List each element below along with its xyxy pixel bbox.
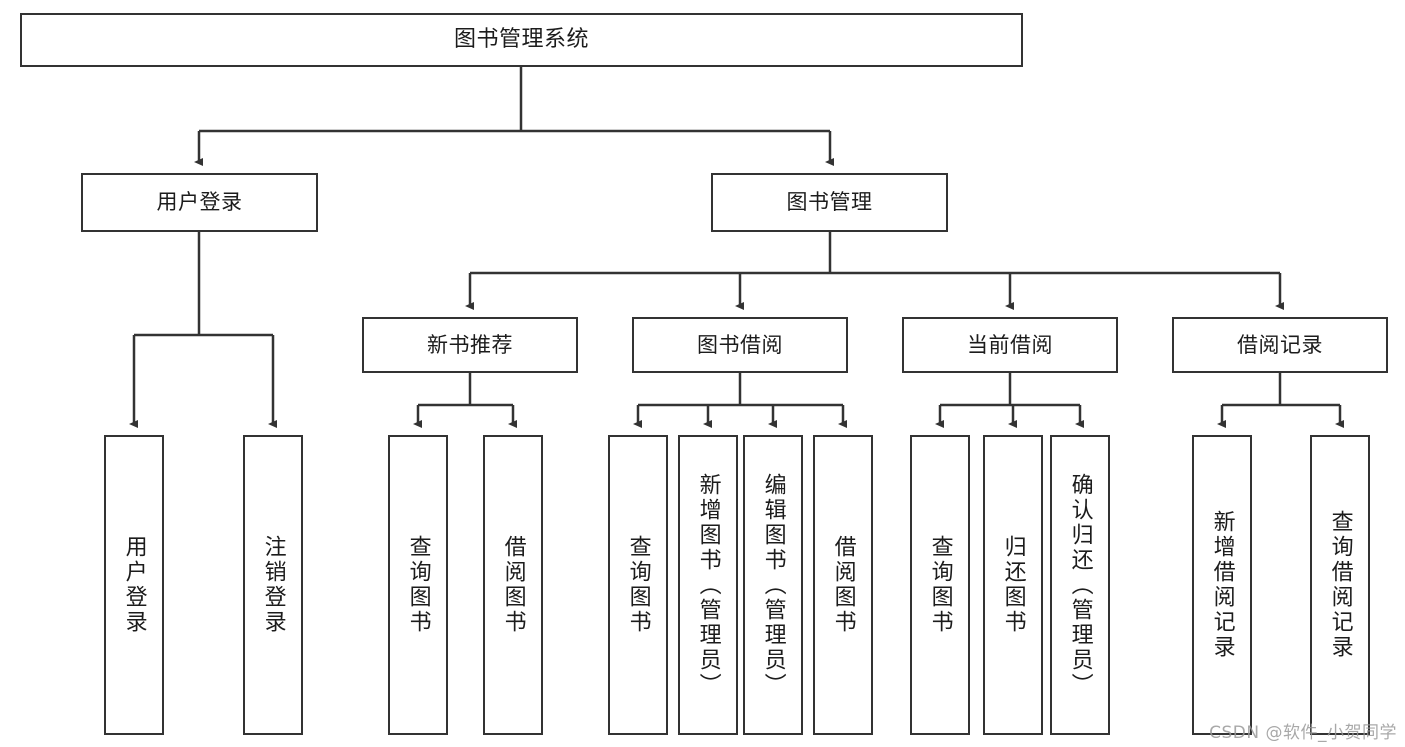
node-new-book-recommend[interactable]: 新书推荐: [362, 317, 578, 373]
node-leaf-borrow-book-2-label: 借阅图书: [830, 535, 856, 635]
node-current-borrow-label: 当前借阅: [967, 332, 1053, 357]
node-leaf-add-record[interactable]: 新增借阅记录: [1192, 435, 1252, 735]
node-leaf-user-login[interactable]: 用户登录: [104, 435, 164, 735]
node-leaf-query-book-1-label: 查询图书: [405, 535, 431, 635]
node-leaf-return-book-label: 归还图书: [1000, 535, 1026, 635]
node-leaf-confirm-return-label: 确认归还（管理员）: [1067, 472, 1093, 698]
node-leaf-query-book-3[interactable]: 查询图书: [910, 435, 970, 735]
node-leaf-return-book[interactable]: 归还图书: [983, 435, 1043, 735]
node-book-borrow-label: 图书借阅: [697, 332, 783, 357]
node-leaf-edit-book[interactable]: 编辑图书（管理员）: [743, 435, 803, 735]
node-root-label: 图书管理系统: [453, 27, 589, 53]
node-current-borrow[interactable]: 当前借阅: [902, 317, 1118, 373]
node-book-borrow[interactable]: 图书借阅: [632, 317, 848, 373]
node-user-login-label: 用户登录: [156, 190, 243, 215]
node-leaf-logout-label: 注销登录: [260, 535, 286, 635]
node-leaf-add-book[interactable]: 新增图书（管理员）: [678, 435, 738, 735]
node-leaf-user-login-label: 用户登录: [121, 535, 147, 635]
node-book-management[interactable]: 图书管理: [711, 173, 948, 232]
node-leaf-borrow-book-1[interactable]: 借阅图书: [483, 435, 543, 735]
node-leaf-logout[interactable]: 注销登录: [243, 435, 303, 735]
node-new-book-recommend-label: 新书推荐: [427, 332, 513, 357]
node-leaf-query-book-1[interactable]: 查询图书: [388, 435, 448, 735]
node-leaf-query-book-2-label: 查询图书: [625, 535, 651, 635]
node-borrow-record[interactable]: 借阅记录: [1172, 317, 1388, 373]
node-leaf-add-record-label: 新增借阅记录: [1209, 510, 1235, 660]
node-root[interactable]: 图书管理系统: [20, 13, 1023, 67]
node-book-management-label: 图书管理: [786, 190, 873, 215]
node-leaf-confirm-return[interactable]: 确认归还（管理员）: [1050, 435, 1110, 735]
node-user-login[interactable]: 用户登录: [81, 173, 318, 232]
node-leaf-query-record-label: 查询借阅记录: [1327, 510, 1353, 660]
node-leaf-add-book-label: 新增图书（管理员）: [695, 472, 721, 698]
node-borrow-record-label: 借阅记录: [1237, 332, 1323, 357]
node-leaf-query-record[interactable]: 查询借阅记录: [1310, 435, 1370, 735]
node-leaf-borrow-book-1-label: 借阅图书: [500, 535, 526, 635]
node-leaf-borrow-book-2[interactable]: 借阅图书: [813, 435, 873, 735]
node-leaf-query-book-2[interactable]: 查询图书: [608, 435, 668, 735]
watermark: CSDN @软件_小贺同学: [1209, 723, 1397, 743]
node-leaf-edit-book-label: 编辑图书（管理员）: [760, 472, 786, 698]
node-leaf-query-book-3-label: 查询图书: [927, 535, 953, 635]
